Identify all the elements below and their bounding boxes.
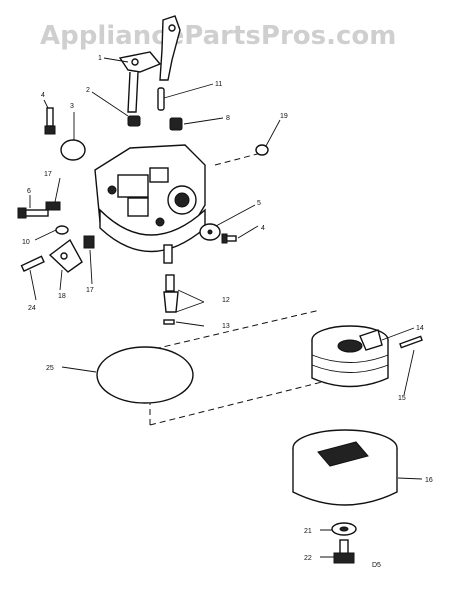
callout-16: 16	[425, 477, 433, 484]
callout-21: 21	[304, 528, 312, 535]
choke-lever-part	[118, 51, 162, 113]
callout-25: 25	[46, 365, 54, 372]
choke-shutter-part-5	[199, 223, 221, 241]
callout-3: 3	[70, 103, 74, 110]
screw-part-6	[17, 207, 49, 219]
callout-5: 5	[257, 200, 261, 207]
gasket-ring-part-25	[96, 346, 194, 404]
clip-part-13	[163, 319, 175, 325]
callout-13: 13	[222, 323, 230, 330]
plug-part-19	[255, 144, 269, 156]
float-part-14	[311, 325, 389, 388]
callout-18: 18	[58, 293, 66, 300]
page-tag: D5	[372, 562, 381, 569]
callout-22: 22	[304, 555, 312, 562]
callout-1: 1	[98, 55, 102, 62]
callout-6: 6	[27, 188, 31, 195]
callout-11: 11	[215, 81, 222, 88]
leader-lines	[29, 57, 423, 558]
washer-part-21	[331, 522, 357, 536]
washer-part-10	[55, 225, 69, 235]
callout-17b: 17	[86, 287, 94, 294]
spring-part-17a	[45, 201, 61, 211]
bolt-part-22	[333, 539, 355, 564]
watermark-text: AppliancePartsPros.com	[40, 21, 396, 51]
callout-4b: 4	[261, 225, 265, 232]
float-bowl-part-16	[292, 429, 398, 506]
pin-part-11	[157, 87, 165, 111]
callout-10: 10	[22, 239, 30, 246]
callout-17a: 17	[44, 171, 52, 178]
throttle-shutter-part-3	[60, 139, 86, 161]
callout-8: 8	[226, 115, 230, 122]
pin-part-15	[399, 335, 423, 349]
callout-4a: 4	[41, 92, 45, 99]
spring-part-2	[127, 115, 141, 127]
spring-part-17b	[83, 235, 95, 249]
callout-14: 14	[416, 325, 424, 332]
callout-15: 15	[398, 395, 406, 402]
callout-12: 12	[222, 297, 230, 304]
callout-24: 24	[28, 305, 36, 312]
needle-part-12	[163, 274, 179, 313]
spring-part-8	[169, 117, 183, 131]
carburetor-body	[94, 144, 206, 264]
screw-part-4b	[221, 233, 237, 244]
throttle-lever-part	[159, 15, 181, 81]
lever-part-18	[48, 238, 83, 273]
callout-2: 2	[86, 87, 90, 94]
screw-part-4	[44, 107, 56, 135]
callout-19: 19	[280, 113, 288, 120]
screw-part-24	[20, 255, 45, 273]
